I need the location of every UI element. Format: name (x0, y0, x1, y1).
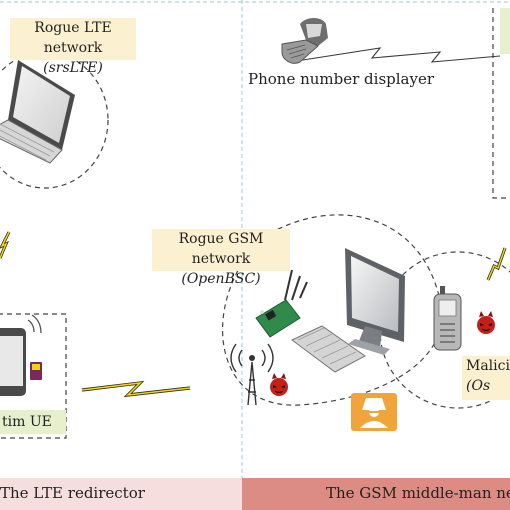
rogue-gsm-label: Rogue GSM network (OpenBSC) (152, 229, 290, 287)
rogue-lte-subtitle: (srsLTE) (43, 60, 103, 76)
flip-phone-icon (281, 18, 328, 64)
smartphone-icon (0, 314, 42, 396)
hacker-icon (351, 393, 397, 431)
sdr-board-icon (255, 269, 308, 338)
malicious-subtitle: (Os (466, 378, 491, 394)
phone-number-displayer-label: Phone number displayer (248, 70, 435, 88)
rogue-gsm-ellipse (221, 214, 443, 406)
gsm-middle-man-footer: The GSM middle-man netw (242, 478, 510, 510)
right-top-frame (492, 8, 510, 199)
rogue-gsm-title: Rogue GSM network (178, 231, 264, 267)
victim-ue-frame (0, 313, 67, 439)
offscreen-label-fragment (500, 8, 510, 54)
rogue-gsm-subtitle: (OpenBSC) (181, 271, 261, 287)
rogue-lte-label: Rogue LTE network (srsLTE) (10, 18, 136, 76)
rogue-lte-title: Rogue LTE network (34, 20, 112, 56)
lightning-icon (81, 380, 191, 398)
gsm-middle-man-footer-text: The GSM middle-man netw (326, 484, 510, 502)
cell-tower-icon (230, 343, 274, 406)
laptop-icon (0, 60, 75, 164)
victim-ue-label: tim UE (0, 410, 66, 434)
keyboard-icon (291, 325, 366, 373)
lightning-icon (289, 47, 501, 63)
malicious-label: Malici (Os (462, 356, 510, 400)
lte-redirector-footer-text: The LTE redirector (0, 484, 145, 502)
malicious-title: Malici (466, 358, 510, 374)
feature-phone-icon (433, 286, 462, 351)
lte-redirector-footer: The LTE redirector (0, 478, 242, 510)
desktop-monitor-icon (345, 248, 405, 355)
devil-icon (269, 372, 289, 397)
lightning-links (0, 47, 507, 398)
devil-icon (476, 310, 496, 335)
